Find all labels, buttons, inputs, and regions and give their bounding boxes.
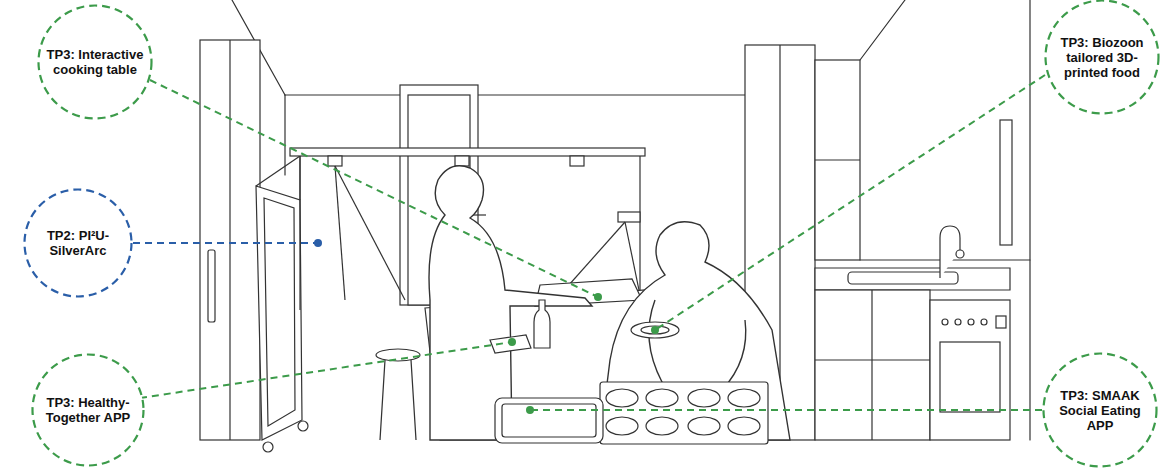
fridge-part bbox=[229, 40, 230, 440]
kitchen-counter-part bbox=[981, 319, 987, 325]
food-tray-part bbox=[688, 417, 720, 435]
room-lines bbox=[232, 0, 1030, 440]
kitchen-counter-part bbox=[955, 319, 961, 325]
projection-gantry-part bbox=[299, 156, 300, 310]
projection-gantry-part bbox=[639, 156, 640, 300]
table-items-part bbox=[641, 326, 669, 334]
food-tray-part bbox=[646, 389, 678, 407]
silverarc-frame-part bbox=[298, 421, 308, 431]
kitchen-counter-part bbox=[940, 342, 1000, 412]
fridge-part bbox=[208, 250, 215, 322]
leader-dots-part bbox=[508, 338, 516, 346]
dashed-circle bbox=[33, 355, 144, 466]
text-holder: TP3: Biozoon tailored 3D-printed food bbox=[1053, 35, 1150, 80]
projection-gantry-part-part bbox=[335, 166, 345, 300]
leader-lines-part bbox=[655, 75, 1045, 330]
callout-label: TP3: Interactive cooking table bbox=[46, 47, 143, 77]
kitchen-counter-part bbox=[1000, 120, 1012, 245]
kitchen-counter-part bbox=[815, 268, 1010, 290]
food-tray bbox=[600, 382, 768, 444]
leader-line bbox=[133, 242, 318, 244]
text-holder: TP3: Healthy-Together APP bbox=[40, 395, 136, 425]
text-holder: TP2: PI²U-SilverArc bbox=[32, 228, 124, 258]
callout-circle: TP3: Healthy-Together APP bbox=[31, 353, 145, 467]
table-items bbox=[490, 300, 679, 443]
leader-dots-part bbox=[594, 293, 602, 301]
kitchen-counter-part bbox=[942, 319, 948, 325]
stool-part bbox=[380, 360, 385, 440]
projection-gantry-part bbox=[570, 156, 584, 166]
kitchen-counter-part bbox=[996, 316, 1006, 328]
dashed-circle bbox=[25, 190, 132, 297]
silverarc-frame-part bbox=[263, 442, 273, 452]
food-tray-part bbox=[606, 417, 638, 435]
stool-part bbox=[411, 360, 416, 440]
food-tray-part bbox=[728, 417, 760, 435]
leader-lines bbox=[140, 75, 1045, 410]
fridge-part bbox=[200, 40, 260, 440]
food-tray-part bbox=[646, 417, 678, 435]
table-items-part bbox=[534, 300, 550, 348]
silverarc-frame-part bbox=[264, 198, 295, 426]
kitchen-counter-part bbox=[815, 290, 930, 440]
silverarc-frame-part bbox=[256, 186, 302, 440]
projection-gantry-part bbox=[455, 156, 469, 166]
leader-dots-part bbox=[526, 406, 534, 414]
dashed-circle bbox=[1046, 1, 1159, 114]
silverarc-frame bbox=[256, 156, 308, 452]
text-holder: TP3: SMAAK Social Eating APP bbox=[1051, 388, 1148, 433]
callout-circle: TP3: Interactive cooking table bbox=[37, 4, 153, 120]
table-items-part bbox=[631, 322, 679, 338]
room-lines-part bbox=[285, 94, 745, 95]
food-tray-part bbox=[728, 389, 760, 407]
kitchen-counter-part bbox=[871, 290, 872, 440]
tall-cabinets-part bbox=[815, 159, 860, 160]
projection-gantry-part bbox=[618, 212, 640, 222]
stool bbox=[376, 349, 420, 440]
leader-dots-part bbox=[651, 326, 659, 334]
callout-label: TP3: Healthy-Together APP bbox=[40, 395, 136, 425]
kitchen-counter bbox=[815, 120, 1012, 440]
room-lines-part bbox=[860, 0, 905, 60]
callout-label: TP3: Biozoon tailored 3D-printed food bbox=[1053, 35, 1150, 80]
fridge bbox=[200, 40, 260, 440]
room-lines-part bbox=[1029, 0, 1030, 440]
tall-cabinets-part bbox=[815, 60, 860, 260]
leader-lines-part bbox=[140, 342, 512, 398]
kitchen-counter-part bbox=[956, 250, 964, 258]
person-silhouettes bbox=[429, 166, 790, 440]
food-tray-part bbox=[600, 382, 768, 444]
stool-part bbox=[376, 349, 420, 361]
projection-gantry-part bbox=[328, 156, 342, 166]
callout-label: TP3: SMAAK Social Eating APP bbox=[1051, 388, 1148, 433]
callout-circle: TP3: Biozoon tailored 3D-printed food bbox=[1044, 0, 1160, 115]
callout-label: TP2: PI²U-SilverArc bbox=[32, 228, 124, 258]
callout-circle: TP2: PI²U-SilverArc bbox=[23, 188, 133, 298]
silverarc-frame-part bbox=[256, 156, 300, 186]
food-tray-part bbox=[606, 389, 638, 407]
food-tray-part bbox=[688, 389, 720, 407]
leader-dot bbox=[314, 239, 322, 247]
leader-lines-part bbox=[150, 80, 598, 297]
kitchen-counter-part bbox=[930, 300, 1010, 440]
table-items-part bbox=[495, 398, 603, 443]
callout-circle: TP3: SMAAK Social Eating APP bbox=[1042, 352, 1158, 468]
table-items-part bbox=[502, 404, 596, 437]
leader-lines-part bbox=[530, 409, 1042, 411]
text-holder: TP3: Interactive cooking table bbox=[46, 47, 143, 77]
projection-gantry-part bbox=[290, 148, 645, 156]
kitchen-counter-part bbox=[968, 319, 974, 325]
dashed-circle bbox=[39, 6, 152, 119]
dashed-circle bbox=[1044, 354, 1157, 467]
room-lines-part bbox=[284, 95, 285, 175]
leader-dots bbox=[508, 293, 659, 414]
